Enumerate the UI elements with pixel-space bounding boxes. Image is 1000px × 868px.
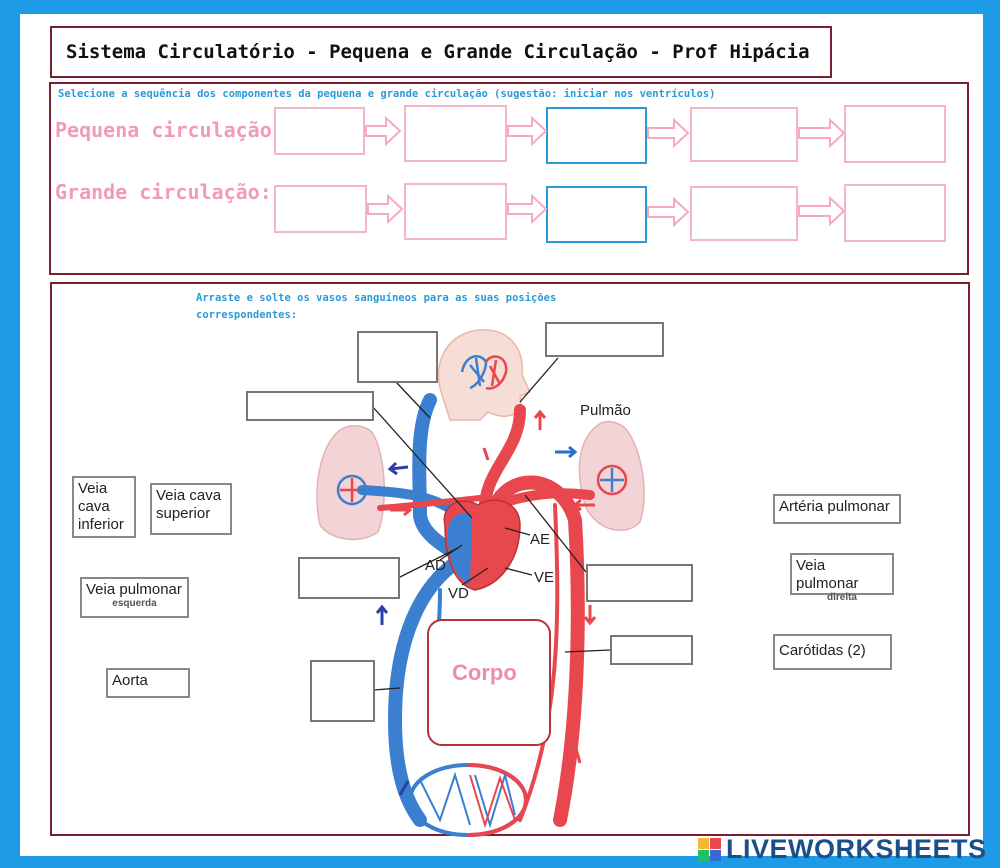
diagram-panel bbox=[50, 282, 970, 836]
liveworksheets-logo-icon bbox=[698, 837, 721, 861]
sequence-instruction: Selecione a sequência dos componentes da… bbox=[58, 88, 716, 100]
sequence-panel bbox=[49, 82, 969, 275]
body-capillary-red bbox=[467, 763, 529, 837]
chip-sublabel: direita bbox=[826, 592, 857, 603]
grande-slot-4[interactable] bbox=[690, 186, 798, 241]
grande-slot-1[interactable] bbox=[274, 185, 367, 233]
footer-text: LIVEWORKSHEETS bbox=[726, 834, 987, 864]
pequena-circulacao-label: Pequena circulação: bbox=[55, 118, 284, 142]
head-shape bbox=[437, 329, 532, 421]
ad-label: AD bbox=[425, 557, 446, 574]
arrow-icon bbox=[647, 117, 690, 149]
ae-label: AE bbox=[530, 531, 551, 548]
drag-arteria-pulmonar[interactable]: Artéria pulmonar bbox=[773, 494, 901, 524]
arrow-icon bbox=[798, 195, 846, 227]
arrow-icon bbox=[507, 193, 548, 225]
chip-sublabel: esquerda bbox=[112, 598, 157, 609]
pequena-slot-2[interactable] bbox=[404, 105, 507, 162]
lung-label: Pulmão bbox=[580, 402, 631, 419]
pequena-slot-1[interactable] bbox=[274, 107, 365, 155]
drag-instruction-1: Arraste e solte os vasos sanguíneos para… bbox=[196, 292, 557, 304]
chip-label: Aorta bbox=[112, 672, 148, 689]
ve-label: VE bbox=[534, 569, 555, 586]
pointer-lines bbox=[371, 357, 611, 691]
arrow-icon bbox=[647, 196, 690, 228]
heart-right-side bbox=[447, 513, 472, 585]
chip-label: Carótidas (2) bbox=[779, 642, 866, 659]
drag-aorta[interactable]: Aorta bbox=[106, 668, 190, 698]
arrow-icon bbox=[367, 193, 404, 225]
drag-veia-cava-superior[interactable]: Veia cava superior bbox=[150, 483, 232, 535]
drop-zone-carotid[interactable] bbox=[545, 322, 664, 357]
drop-zone-head-vein[interactable] bbox=[357, 331, 438, 383]
flow-arrows bbox=[375, 409, 597, 796]
drag-veia-cava-inferior[interactable]: Veia cava inferior bbox=[72, 476, 136, 538]
arrow-icon bbox=[365, 115, 402, 147]
vd-label: VD bbox=[448, 585, 469, 602]
pequena-slot-5[interactable] bbox=[844, 105, 946, 163]
drop-zone-aorta[interactable] bbox=[586, 564, 693, 602]
sequence-arrows bbox=[365, 115, 846, 228]
chip-label: Artéria pulmonar bbox=[779, 498, 890, 515]
drop-zone-superior-vena-cava[interactable] bbox=[246, 391, 374, 421]
drop-zone-body-vein[interactable] bbox=[310, 660, 375, 722]
grande-circulacao-label: Grande circulação: bbox=[55, 180, 272, 204]
chip-label: Veia cava superior bbox=[156, 487, 222, 522]
arrow-icon bbox=[798, 117, 846, 149]
pequena-slot-3[interactable] bbox=[546, 107, 647, 164]
drop-zone-inferior-vena-cava[interactable] bbox=[298, 557, 400, 599]
head-capillaries bbox=[460, 355, 508, 390]
title-text: Sistema Circulatório - Pequena e Grande … bbox=[66, 41, 810, 63]
drag-instruction-2: correspondentes: bbox=[196, 309, 298, 321]
liveworksheets-logo: LIVEWORKSHEETS bbox=[698, 834, 987, 865]
chip-label: Veia pulmonar bbox=[796, 557, 859, 592]
page-title: Sistema Circulatório - Pequena e Grande … bbox=[50, 26, 832, 78]
drag-carotidas[interactable]: Carótidas (2) bbox=[773, 634, 892, 670]
body-label: Corpo bbox=[452, 660, 517, 685]
body-box bbox=[427, 619, 551, 746]
grande-slot-2[interactable] bbox=[404, 183, 507, 240]
arrow-icon bbox=[507, 115, 548, 147]
left-lung-shape bbox=[316, 425, 385, 541]
drop-zone-descending-artery[interactable] bbox=[610, 635, 693, 665]
chip-label: Veia pulmonar bbox=[86, 581, 182, 598]
grande-slot-5[interactable] bbox=[844, 184, 946, 242]
grande-slot-3[interactable] bbox=[546, 186, 647, 243]
chip-label: Veia cava inferior bbox=[78, 480, 124, 533]
pequena-slot-4[interactable] bbox=[690, 107, 798, 162]
